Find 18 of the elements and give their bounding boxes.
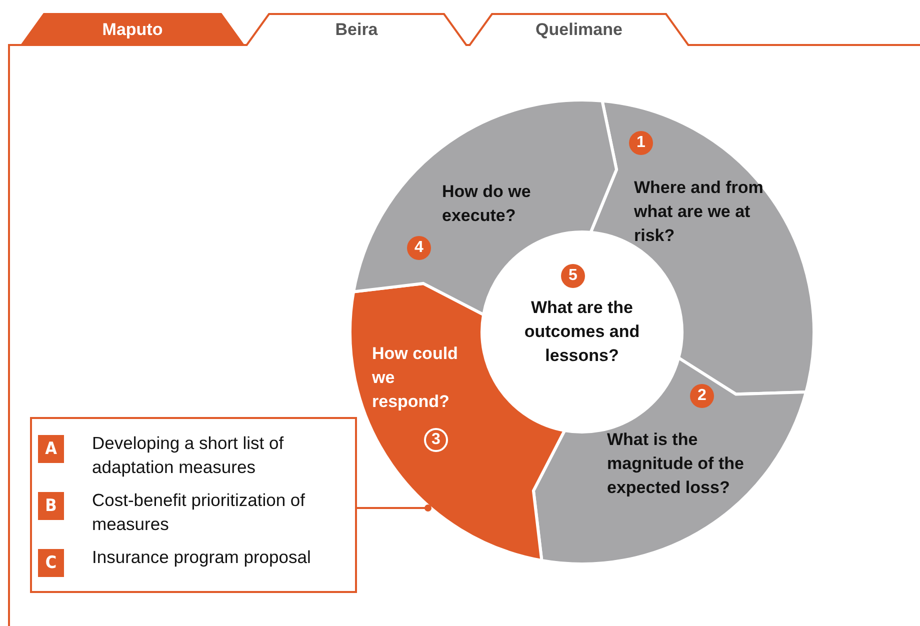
list-box <box>30 417 357 593</box>
letter-badge: C <box>38 549 64 577</box>
step-question: Where and from what are we at risk? <box>634 177 764 247</box>
tab: Quelimane <box>468 13 690 46</box>
tab: Maputo <box>20 13 245 46</box>
step-number-badge: 5 <box>561 264 585 288</box>
list-item-text: Cost-benefit prioritization of measures <box>92 489 306 536</box>
step-question: What are the outcomes and lessons? <box>523 297 641 367</box>
step-question: How could we respond? <box>372 343 459 413</box>
step-number-badge: 3 <box>424 428 448 452</box>
letter-badge: A <box>38 435 64 463</box>
list-item-text: Insurance program proposal <box>92 546 312 569</box>
connector-line <box>357 504 432 512</box>
step-question: How do we execute? <box>442 181 532 227</box>
step-question: What is the magnitude of the expected loss? <box>607 429 745 499</box>
tab: Beira <box>245 13 468 46</box>
list-item-text: Developing a short list of adaptation measures <box>92 432 285 479</box>
letter-badge: B <box>38 492 64 520</box>
